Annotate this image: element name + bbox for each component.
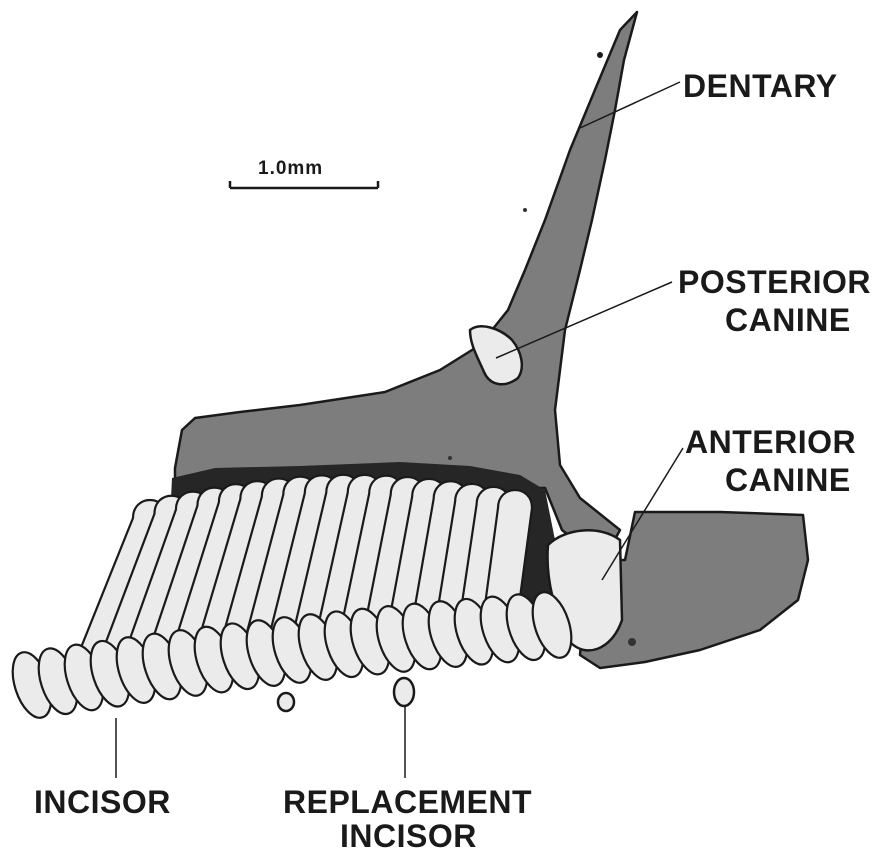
- label-dentary: DENTARY: [683, 68, 838, 104]
- replacement-incisor-tooth: [394, 678, 414, 706]
- label-posterior-canine-line1: POSTERIOR: [678, 264, 871, 300]
- label-replacement-incisor-line2: INCISOR: [340, 818, 477, 851]
- label-incisor: INCISOR: [34, 784, 171, 820]
- label-replacement-incisor-line1: REPLACEMENT: [283, 784, 532, 820]
- scale-bar-label: 1.0mm: [258, 158, 323, 180]
- label-anterior-canine-line2: CANINE: [725, 462, 851, 498]
- scale-bar: [230, 181, 378, 188]
- label-anterior-canine-line1: ANTERIOR: [685, 424, 856, 460]
- label-posterior-canine-line2: CANINE: [725, 302, 851, 338]
